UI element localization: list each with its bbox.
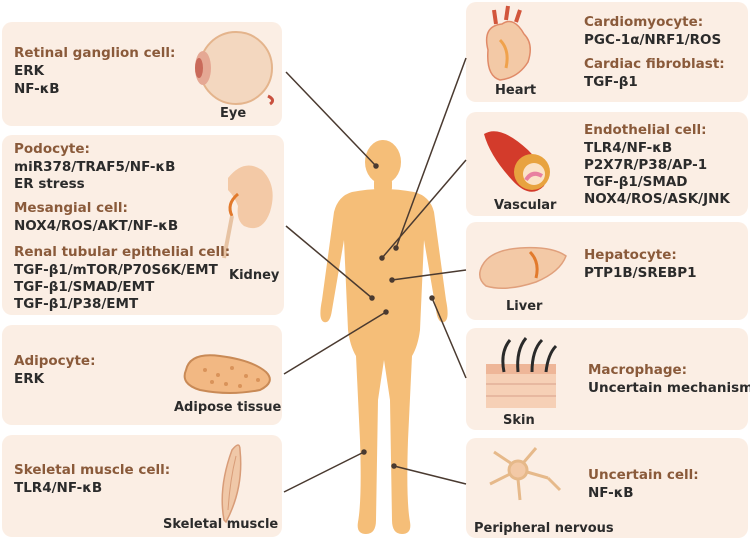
eye-pathway-2: NF-κB xyxy=(14,81,60,97)
mesangial-header: Mesangial cell: xyxy=(14,200,128,216)
hepatocyte-header: Hepatocyte: xyxy=(584,247,677,263)
vascular-organ-label: Vascular xyxy=(494,198,557,213)
liver-organ-label: Liver xyxy=(506,299,543,314)
mesangial-pathway-1: NOX4/ROS/AKT/NF-κB xyxy=(14,218,179,234)
skeletal-muscle-illustration xyxy=(221,444,242,524)
kidney-organ-label: Kidney xyxy=(229,268,280,283)
human-body-silhouette xyxy=(320,140,448,534)
podocyte-pathway-1: miR378/TRAF5/NF-κB xyxy=(14,159,176,175)
cardiomyocyte-pathway-1: PGC-1α/NRF1/ROS xyxy=(584,32,722,48)
podocyte-pathway-2: ER stress xyxy=(14,176,85,192)
connector-lines xyxy=(283,57,467,493)
endothelial-pathway-4: NOX4/ROS/ASK/JNK xyxy=(584,191,730,207)
tubular-header: Renal tubular epithelial cell: xyxy=(14,244,231,260)
endothelial-header: Endothelial cell: xyxy=(584,122,707,138)
endothelial-pathway-3: TGF-β1/SMAD xyxy=(584,174,688,190)
eye-cell-header: Retinal ganglion cell: xyxy=(14,45,176,61)
endothelial-pathway-1: TLR4/NF-κB xyxy=(584,140,673,156)
eye-organ-label: Eye xyxy=(220,106,247,121)
tubular-pathway-1: TGF-β1/mTOR/P70S6K/EMT xyxy=(14,262,218,278)
adipocyte-pathway-1: ERK xyxy=(14,371,45,387)
hepatocyte-pathway-1: PTP1B/SREBP1 xyxy=(584,265,697,281)
kidney-illustration xyxy=(222,165,273,259)
fibroblast-pathway-1: TGF-β1 xyxy=(584,74,638,90)
adipose-organ-label: Adipose tissue xyxy=(174,400,282,415)
neuron-illustration xyxy=(489,447,562,501)
eye-illustration xyxy=(195,31,275,106)
adipocyte-header: Adipocyte: xyxy=(14,353,96,369)
skeletal-cell-header: Skeletal muscle cell: xyxy=(14,462,171,478)
liver-illustration xyxy=(479,246,567,289)
skin-illustration xyxy=(486,337,558,408)
adipose-illustration xyxy=(183,354,271,394)
uncertain-cell-pathway-1: NF-κB xyxy=(588,485,634,501)
podocyte-header: Podocyte: xyxy=(14,141,90,157)
tubular-pathway-2: TGF-β1/SMAD/EMT xyxy=(14,279,155,295)
skeletal-organ-label: Skeletal muscle xyxy=(163,517,279,532)
skin-organ-label: Skin xyxy=(503,413,535,428)
tubular-pathway-3: TGF-β1/P38/EMT xyxy=(14,296,139,312)
vascular-illustration xyxy=(484,131,550,192)
fibroblast-header: Cardiac fibroblast: xyxy=(584,56,725,72)
endothelial-pathway-2: P2X7R/P38/AP-1 xyxy=(584,157,708,173)
nervous-organ-label: Peripheral nervous xyxy=(474,521,614,536)
heart-illustration xyxy=(485,5,531,81)
macrophage-header: Macrophage: xyxy=(588,362,688,378)
nervous-panel xyxy=(466,438,748,538)
heart-organ-label: Heart xyxy=(495,83,537,98)
macrophage-pathway-1: Uncertain mechanism xyxy=(588,380,750,396)
uncertain-cell-header: Uncertain cell: xyxy=(588,467,699,483)
kidney-panel xyxy=(2,135,284,315)
skeletal-pathway-1: TLR4/NF-κB xyxy=(14,480,103,496)
eye-pathway-1: ERK xyxy=(14,63,45,79)
cardiomyocyte-header: Cardiomyocyte: xyxy=(584,14,704,30)
